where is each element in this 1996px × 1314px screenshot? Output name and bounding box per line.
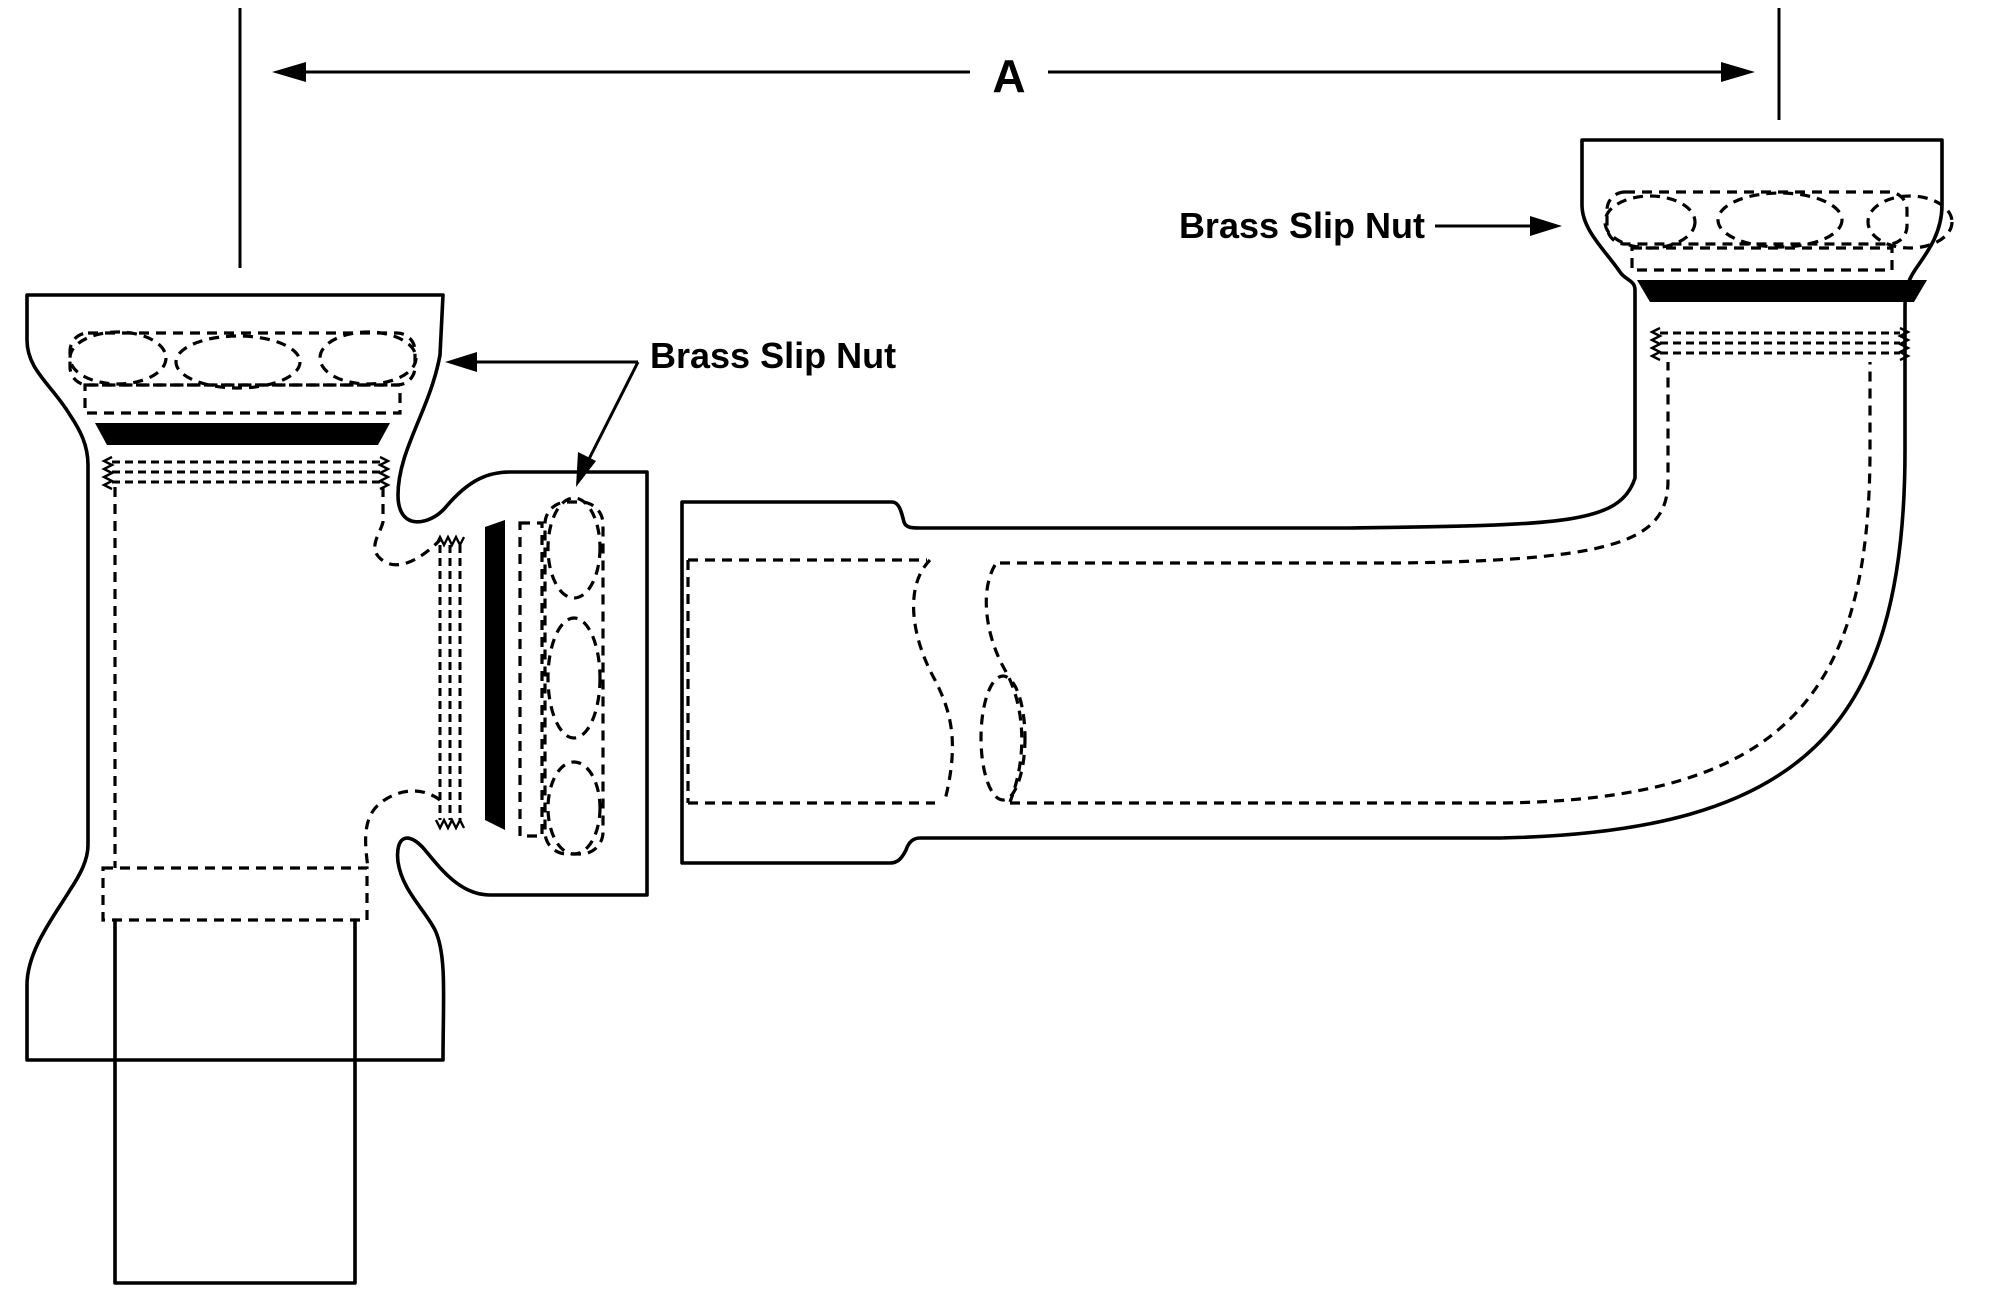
slip-nut-lobe <box>546 616 602 740</box>
leader-line <box>585 361 640 464</box>
compression-ring-lobe <box>979 674 1027 802</box>
right-washer <box>1637 280 1927 302</box>
slip-nut-lobe <box>318 330 418 386</box>
center-slip-nut <box>518 496 605 856</box>
j-bend-inner-wall <box>1000 362 1872 805</box>
tee-fitting <box>25 293 649 1285</box>
tee-body-outline <box>25 293 649 1062</box>
slip-nut-lobe <box>546 496 602 600</box>
j-bend <box>680 138 1954 865</box>
side-threads <box>434 534 466 831</box>
callout-center-slip-nut: Brass Slip Nut <box>445 335 896 487</box>
callout-right-slip-nut: Brass Slip Nut <box>1179 205 1562 246</box>
slip-nut-lobe <box>68 330 168 386</box>
dimension-label: A <box>992 50 1025 102</box>
slip-nut-body <box>1605 190 1909 246</box>
side-washer <box>485 520 505 830</box>
slip-nut-ring <box>1630 246 1894 272</box>
slip-nut-ring <box>518 521 544 838</box>
left-slip-nut <box>68 330 418 415</box>
slip-nut-lobe <box>1716 191 1844 249</box>
leader-arrow <box>1530 216 1562 236</box>
left-washer <box>95 423 390 445</box>
j-bend-outline <box>680 138 1944 865</box>
tee-inner-cavity <box>113 487 442 869</box>
j-bend-socket <box>686 558 935 805</box>
right-threads <box>1649 326 1911 362</box>
leader-arrow <box>445 352 477 372</box>
dimension-arrow-left <box>272 62 306 82</box>
slip-nut-lobe <box>546 760 602 856</box>
dimension-arrow-right <box>1721 62 1755 82</box>
dimension-a: A <box>238 8 1781 268</box>
right-slip-nut <box>1603 190 1954 272</box>
slip-nut-ring <box>83 383 402 415</box>
slip-nut-lobe <box>174 334 302 390</box>
leader-arrow <box>576 452 596 487</box>
callout-label: Brass Slip Nut <box>650 335 896 376</box>
slip-nut-lobe <box>1866 194 1954 250</box>
tailpiece-insert <box>101 866 369 922</box>
callout-label: Brass Slip Nut <box>1179 205 1425 246</box>
left-threads <box>101 455 391 491</box>
compression-ring <box>912 558 1024 803</box>
